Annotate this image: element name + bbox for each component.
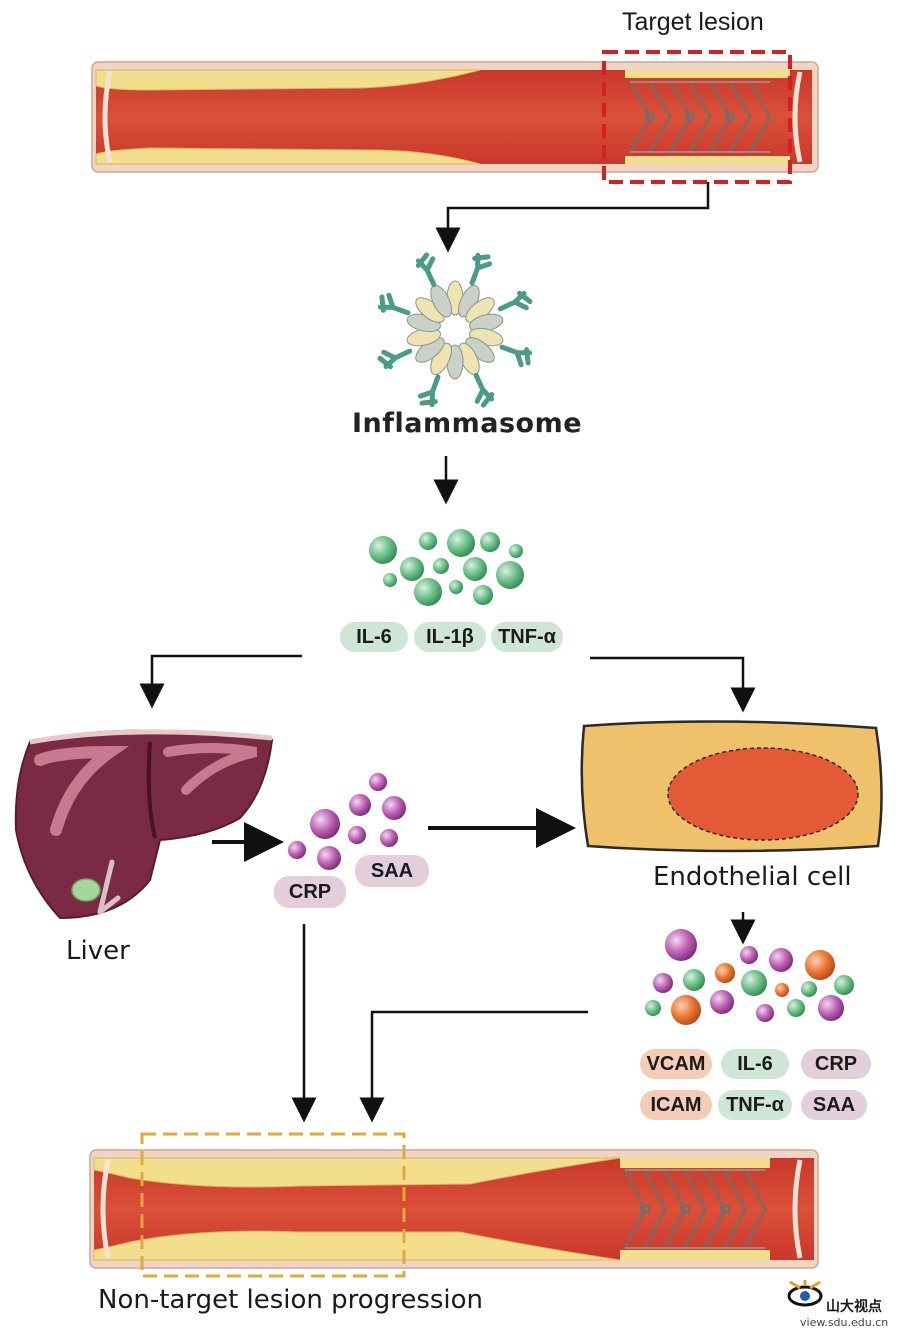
bottom-vessel — [89, 1149, 819, 1269]
top-stent — [629, 81, 772, 153]
crp-pill-endothelial: CRP — [801, 1049, 871, 1079]
arrow-to-endothelial — [590, 656, 756, 713]
crp-pill: CRP — [274, 876, 346, 908]
target-lesion-label: Target lesion — [622, 8, 764, 36]
tnfa-pill: TNF-α — [718, 1090, 792, 1120]
mediator-spheres — [645, 929, 854, 1025]
non-target-lesion-box — [140, 1132, 406, 1278]
logo-name: 山大视点 — [826, 1299, 882, 1315]
inflammasome-icon — [377, 252, 533, 408]
arrow-to-liver — [139, 654, 302, 709]
cytokine-pill-il1b: IL-1β — [414, 622, 486, 652]
cytokine-pill-il6: IL-6 — [340, 622, 408, 652]
il6-pill: IL-6 — [721, 1049, 789, 1079]
liver-label: Liver — [66, 936, 130, 966]
acute-phase-spheres — [288, 773, 406, 870]
vcam-pill: VCAM — [640, 1049, 712, 1079]
target-lesion-box — [602, 50, 792, 184]
saa-pill: SAA — [355, 855, 429, 887]
bottom-stent — [624, 1169, 767, 1249]
saa-pill-endothelial: SAA — [801, 1090, 867, 1120]
endothelial-cell-label: Endothelial cell — [653, 862, 852, 892]
non-target-lesion-label: Non-target lesion progression — [98, 1285, 484, 1315]
inflammasome-label: Inflammasome — [352, 408, 583, 439]
logo-url: view.sdu.edu.cn — [800, 1316, 889, 1329]
arrow-target-to-inflammasome — [435, 182, 710, 253]
endothelial-cell-icon — [580, 720, 883, 853]
cytokine-pill-tnfa: TNF-α — [491, 622, 563, 652]
sdu-logo-icon — [787, 1280, 823, 1307]
liver-icon — [14, 729, 274, 920]
cytokine-spheres — [369, 529, 524, 606]
icam-pill: ICAM — [640, 1090, 712, 1120]
arrow-mediators-to-nontarget — [359, 1010, 588, 1123]
